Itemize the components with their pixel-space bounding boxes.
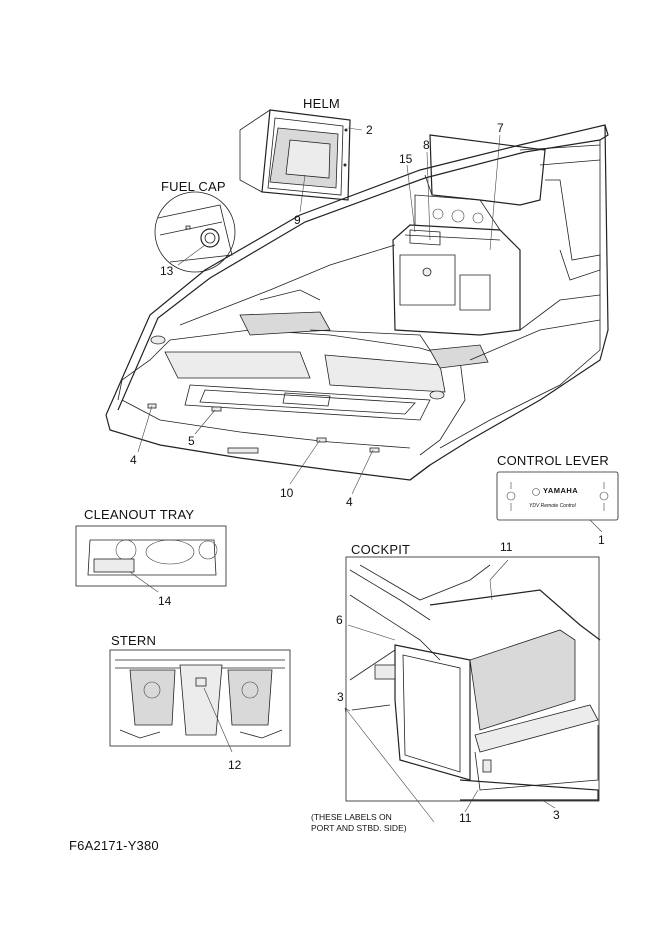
control-lever-text: YDV Remote Control [529,503,576,509]
fuel-cap-inset [154,191,236,273]
callout-13: 13 [160,264,174,278]
labels-note-line1: (THESE LABELS ON [311,812,392,822]
cockpit-title: COCKPIT [351,542,411,557]
callout-4-left: 4 [130,453,137,467]
callout-7: 7 [497,121,504,135]
stern-title: STERN [111,633,157,648]
callout-leaders [137,134,501,495]
helm-inset [239,109,363,213]
helm-title: HELM [303,96,340,111]
fuel-cap-title: FUEL CAP [161,179,226,194]
cleanout-tray-inset [75,525,227,593]
callout-3-right: 3 [553,808,560,822]
stern-inset [109,649,291,753]
callout-10: 10 [280,486,294,500]
callout-2: 2 [366,123,373,137]
callout-5: 5 [188,434,195,448]
labels-note-line2: PORT AND STBD. SIDE) [311,823,407,833]
callout-9: 9 [294,213,301,227]
callout-4-right: 4 [346,495,353,509]
part-code: F6A2171-Y380 [69,838,159,853]
callout-14: 14 [158,594,172,608]
boat-hull-drawing [105,124,609,481]
callout-6: 6 [336,613,343,627]
control-lever-title: CONTROL LEVER [497,453,609,468]
callout-8: 8 [423,138,430,152]
control-lever-inset [496,471,619,533]
callout-3-left: 3 [337,690,344,704]
callout-1: 1 [598,533,605,547]
callout-11-top: 11 [500,540,513,554]
cockpit-inset [344,556,601,823]
callout-11-bottom: 11 [459,811,472,825]
cleanout-tray-title: CLEANOUT TRAY [84,507,195,522]
callout-12: 12 [228,758,242,772]
callout-15: 15 [399,152,413,166]
control-lever-brand: YAMAHA [543,486,579,495]
